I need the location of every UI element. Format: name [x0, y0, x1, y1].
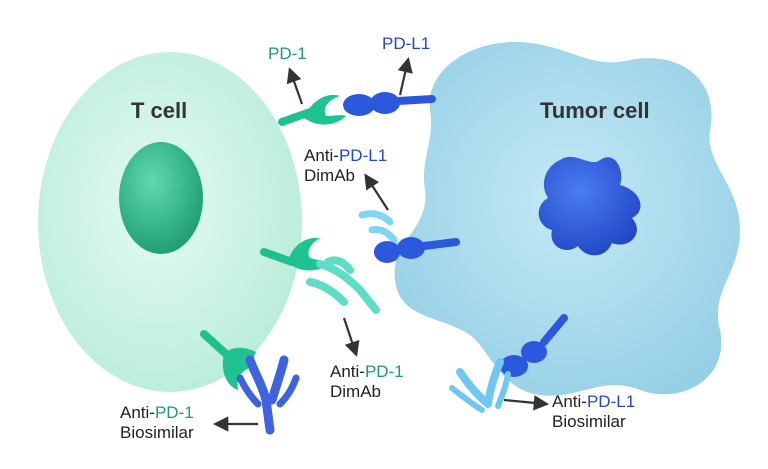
- anti-pdl1-biosimilar-label: Anti-PD-L1 Biosimilar: [552, 392, 635, 432]
- arrow-anti-pd1-dimab: [342, 317, 360, 357]
- anti-pdl1-biosimilar-antibody: [449, 358, 511, 413]
- pdl1-label: PD-L1: [382, 34, 431, 53]
- pdl1-ligand-middle: [374, 237, 460, 263]
- t-cell-nucleus: [119, 142, 203, 254]
- anti-pd1-biosimilar-prefix: Anti-: [120, 403, 155, 422]
- anti-pd1-dimab-antibody: [306, 256, 380, 314]
- anti-pdl1-biosimilar-suffix: Biosimilar: [552, 412, 626, 431]
- anti-pdl1-dimab-target: PD-L1: [338, 146, 388, 165]
- anti-pd1-biosimilar-label: Anti-PD-1 Biosimilar: [120, 403, 194, 443]
- arrow-pdl1: [397, 56, 413, 96]
- tumor-cell-label: Tumor cell: [540, 98, 650, 123]
- pd1-receptor-top: [278, 94, 346, 126]
- anti-pd1-dimab-prefix: Anti-: [330, 362, 365, 381]
- anti-pdl1-dimab-suffix: DimAb: [304, 166, 356, 185]
- anti-pdl1-biosimilar-prefix: Anti-: [552, 392, 587, 411]
- pdl1-ligand-top: [343, 92, 436, 116]
- anti-pdl1-dimab-antibody: [358, 210, 400, 262]
- anti-pd1-biosimilar-suffix: Biosimilar: [120, 423, 194, 442]
- arrow-anti-pdl1-biosimilar: [503, 395, 550, 411]
- anti-pd1-dimab-suffix: DimAb: [330, 382, 382, 401]
- anti-pdl1-dimab-label: Anti-PD-L1 DimAb: [304, 146, 387, 186]
- pd1-label: PD-1: [268, 44, 307, 63]
- arrow-anti-pdl1-dimab: [364, 173, 389, 211]
- pdl1-ligand-bottom: [500, 314, 568, 377]
- anti-pd1-biosimilar-antibody: [236, 355, 300, 435]
- anti-pdl1-biosimilar-target: PD-L1: [586, 392, 636, 411]
- anti-pd1-dimab-target: PD-1: [364, 362, 404, 381]
- anti-pd1-dimab-label: Anti-PD-1 DimAb: [330, 362, 404, 402]
- arrow-pd1: [286, 67, 304, 105]
- anti-pd1-biosimilar-target: PD-1: [154, 403, 194, 422]
- t-cell-label: T cell: [131, 98, 188, 123]
- anti-pdl1-dimab-prefix: Anti-: [304, 146, 339, 165]
- tumor-cell-nucleus: [538, 156, 641, 256]
